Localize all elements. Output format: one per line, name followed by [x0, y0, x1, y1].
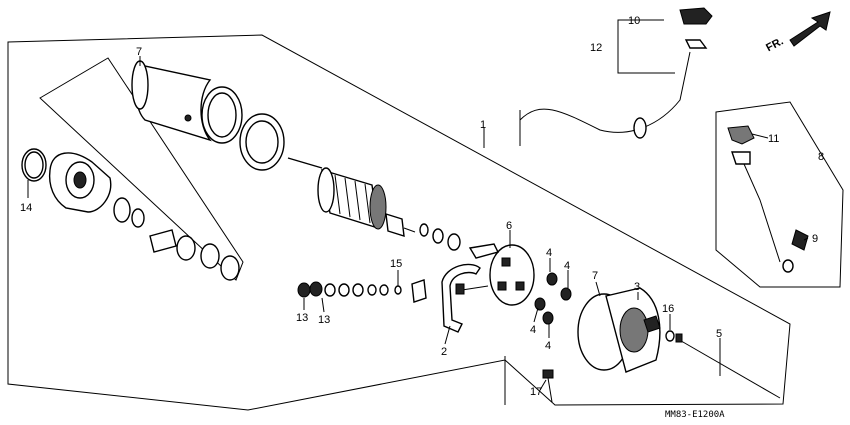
callout-17-bolt: 17 [530, 386, 542, 398]
brush-ring [239, 113, 285, 171]
bolt-assembly [455, 283, 489, 295]
callout-2-brush-plate: 2 [441, 346, 447, 358]
callout-13-nut-b: 13 [318, 314, 330, 326]
callout-3-rear-cover: 3 [634, 281, 640, 293]
callout-1-assembly: 1 [480, 119, 486, 131]
front-direction-arrow [789, 11, 831, 47]
armature-washers [419, 223, 461, 251]
callout-8-ground-cable: 8 [818, 151, 824, 163]
drawing-code: MM83-E1200A [665, 410, 725, 420]
callout-15-insulator: 15 [390, 258, 402, 270]
callout-7-yoke: 7 [136, 46, 142, 58]
inner-group-border [39, 57, 244, 281]
starter-cable [519, 7, 713, 146]
callout-10-terminal-cap: 10 [628, 15, 640, 27]
nut-set [534, 272, 572, 325]
armature [287, 157, 416, 237]
callout-4-nut-a: 4 [546, 247, 552, 259]
callout-12-starter-cable: 12 [590, 42, 602, 54]
callout-7-seal: 7 [592, 270, 598, 282]
callout-6-brush-holder: 6 [506, 220, 512, 232]
callout-4-nut-c: 4 [530, 324, 536, 336]
front-direction-label: FR. [764, 35, 785, 54]
front-cover [21, 148, 240, 281]
callout-11-cable-cap: 11 [768, 133, 779, 145]
mounting-bolt [542, 369, 554, 403]
yoke-housing [131, 60, 243, 144]
brush-spring-plate [441, 263, 481, 333]
callout-13-nut-a: 13 [296, 312, 308, 324]
callout-4-nut-b: 4 [564, 260, 570, 272]
part-12-bracket [617, 19, 675, 74]
callout-9-terminal-boot: 9 [812, 233, 818, 245]
terminal-hardware [297, 279, 427, 303]
part-8-box [715, 101, 844, 288]
callout-14-o-ring: 14 [20, 202, 32, 214]
rear-cover [577, 287, 661, 373]
assembly-outline-border [7, 34, 791, 411]
leader-lines [27, 19, 809, 391]
through-bolt [675, 333, 781, 399]
ground-cable [727, 125, 809, 273]
callout-16-washer: 16 [662, 303, 674, 315]
callout-5-through-bolt: 5 [716, 328, 722, 340]
callout-4-nut-d: 4 [545, 340, 551, 352]
brush-holder [468, 243, 535, 306]
washer-16 [665, 330, 675, 342]
